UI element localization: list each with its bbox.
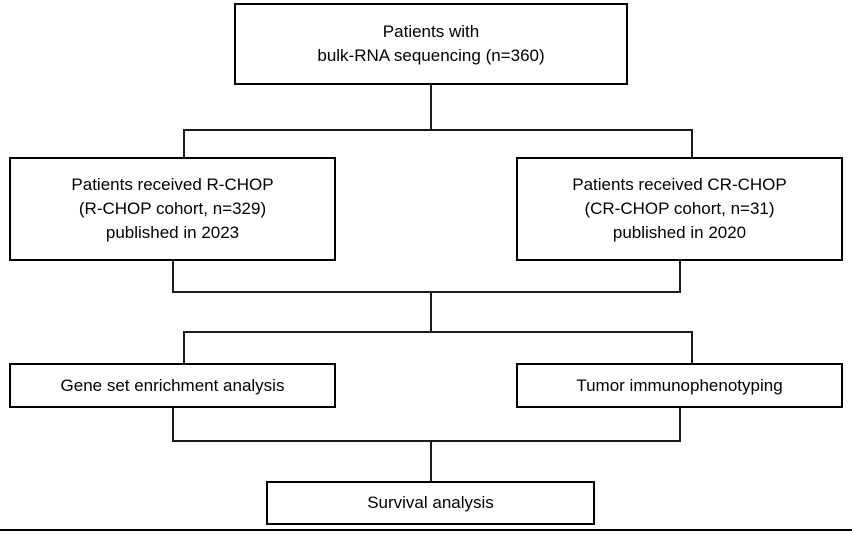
connector-merge-down-row3 (430, 440, 432, 482)
rchop-cohort-box-line: Patients received R-CHOP (71, 175, 274, 194)
connector-rchop-down (172, 261, 174, 292)
rchop-cohort-box: Patients received R-CHOP (R-CHOP cohort, … (9, 157, 336, 261)
rchop-cohort-box-line: published in 2023 (105, 223, 240, 242)
connector-immuno-down (679, 408, 681, 442)
tumor-immunophenotyping-box-line: Tumor immunophenotyping (576, 375, 783, 395)
cohort-source-box-line: Patients with (382, 22, 480, 41)
gene-set-enrichment-analysis-box: Gene set enrichment analysis (9, 363, 336, 408)
connector-split-left-row3 (183, 331, 185, 364)
connector-merge-down-row2 (430, 291, 432, 332)
figure-baseline-rule (0, 529, 852, 531)
tumor-immunophenotyping-box-label: Tumor immunophenotyping (518, 374, 841, 398)
rchop-cohort-box-line: (R-CHOP cohort, n=329) (78, 199, 267, 218)
connector-split-right-row2 (691, 129, 693, 157)
gene-set-enrichment-analysis-box-line: Gene set enrichment analysis (60, 375, 285, 395)
gene-set-enrichment-analysis-box-label: Gene set enrichment analysis (11, 374, 334, 398)
connector-split-right-row3 (691, 331, 693, 364)
connector-split-bar-row3 (183, 331, 693, 333)
tumor-immunophenotyping-box: Tumor immunophenotyping (516, 363, 843, 408)
rchop-cohort-box-label: Patients received R-CHOP (R-CHOP cohort, … (11, 173, 334, 245)
crchop-cohort-box-line: published in 2020 (612, 223, 747, 242)
cohort-source-box-line: bulk-RNA sequencing (n=360) (317, 46, 545, 65)
survival-analysis-box-label: Survival analysis (268, 491, 593, 515)
crchop-cohort-box-line: Patients received CR-CHOP (572, 175, 787, 194)
connector-gsea-down (172, 408, 174, 442)
connector-merge-bar-row2 (172, 291, 681, 293)
connector-crchop-down (679, 261, 681, 292)
crchop-cohort-box-line: (CR-CHOP cohort, n=31) (584, 199, 775, 218)
survival-analysis-box-line: Survival analysis (367, 493, 494, 512)
connector-split-left-row2 (183, 129, 185, 157)
cohort-source-box: Patients with bulk-RNA sequencing (n=360) (234, 3, 628, 85)
crchop-cohort-box: Patients received CR-CHOP (CR-CHOP cohort… (516, 157, 843, 261)
connector-merge-bar-row3 (172, 440, 681, 442)
cohort-source-box-label: Patients with bulk-RNA sequencing (n=360) (236, 20, 626, 68)
crchop-cohort-box-label: Patients received CR-CHOP (CR-CHOP cohort… (518, 173, 841, 245)
connector-split-bar-row2 (183, 129, 693, 131)
connector-source-down (430, 85, 432, 130)
survival-analysis-box: Survival analysis (266, 481, 595, 525)
